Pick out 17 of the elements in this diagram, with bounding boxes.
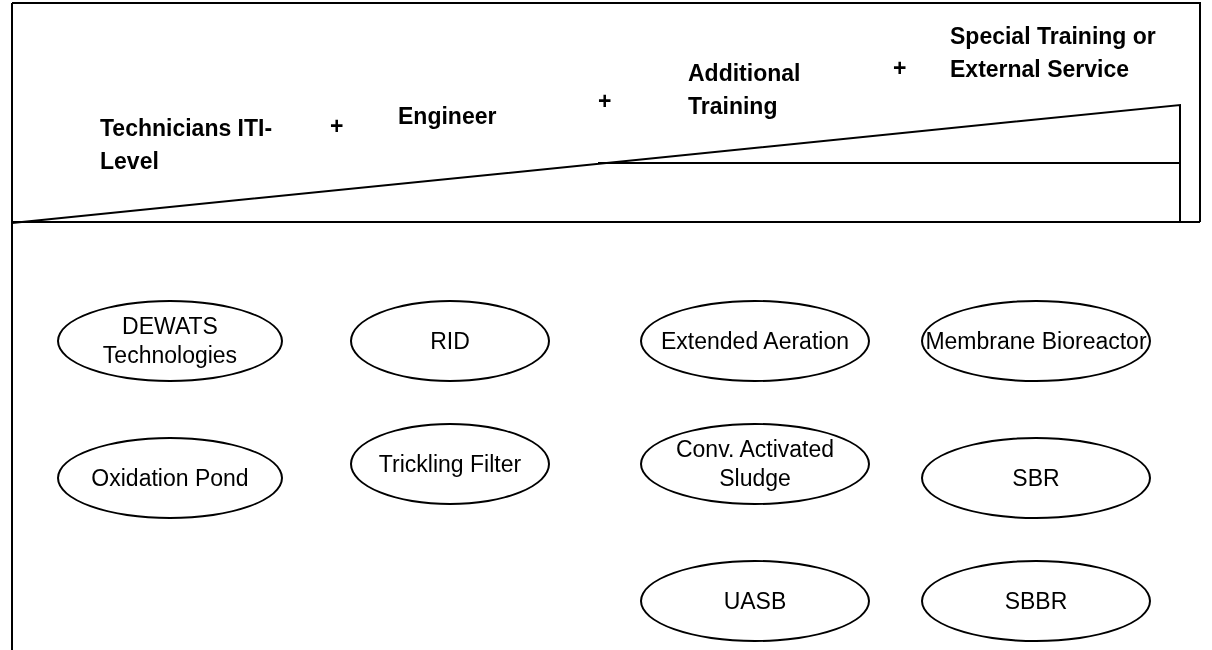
node-label: Extended Aeration: [661, 326, 849, 356]
node-label: UASB: [723, 586, 787, 616]
plus-sign: +: [598, 87, 613, 116]
node-label: RID: [430, 326, 470, 356]
plus-sign: +: [893, 54, 908, 83]
node-label: Trickling Filter: [378, 449, 522, 479]
level-label: Additional Training: [688, 59, 802, 121]
level-label: Special Training or External Service: [950, 22, 1157, 84]
plus-sign: +: [330, 112, 345, 141]
node-label: Conv. Activated Sludge: [674, 435, 836, 493]
level-label: Engineer: [398, 102, 498, 131]
node-label: SBR: [1012, 463, 1060, 493]
node-label: Membrane Bioreactor: [925, 326, 1147, 356]
level-label: Technicians ITI-Level: [100, 114, 274, 176]
node-label: Oxidation Pond: [91, 463, 249, 493]
node-label: DEWATS Technologies: [101, 312, 239, 370]
node-label: SBBR: [1004, 586, 1068, 616]
